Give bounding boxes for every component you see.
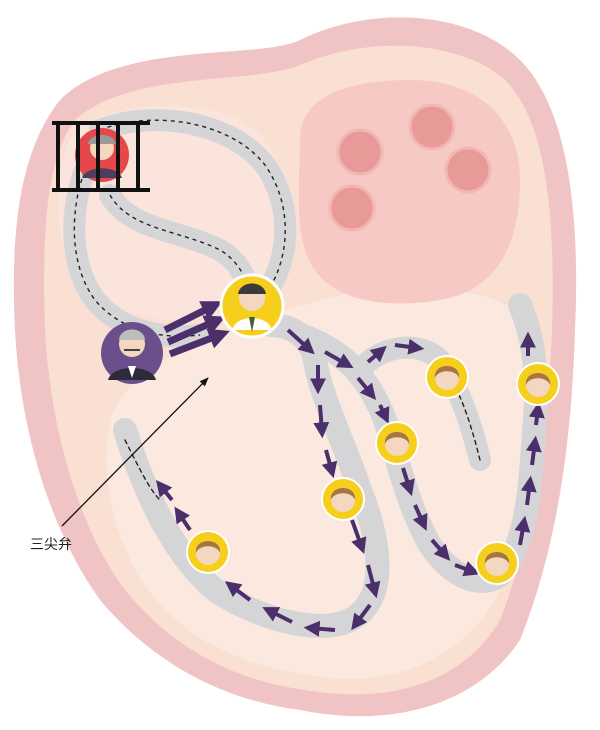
pulmonary-vein-hole [444, 146, 492, 194]
av-node-person-icon [219, 273, 285, 339]
pacemaker-node-icon [101, 322, 163, 384]
myocyte-person-icon [186, 530, 230, 574]
conduction-arrows [156, 301, 545, 637]
jailed-pacemaker-cell-icon [52, 121, 150, 192]
valve-leader-line [61, 377, 209, 527]
myocyte-person-icon [425, 355, 469, 399]
left-atrium [298, 80, 520, 304]
myocyte-person-icon [516, 362, 560, 406]
myocyte-person-icon [375, 421, 419, 465]
myocyte-person-icon [321, 477, 365, 521]
myocyte-person-icon [475, 541, 519, 585]
pulmonary-vein-hole [408, 103, 456, 151]
tricuspid-valve-label: 三尖弁 [30, 537, 72, 553]
pulmonary-vein-hole [328, 184, 376, 232]
pulmonary-vein-hole [336, 128, 384, 176]
